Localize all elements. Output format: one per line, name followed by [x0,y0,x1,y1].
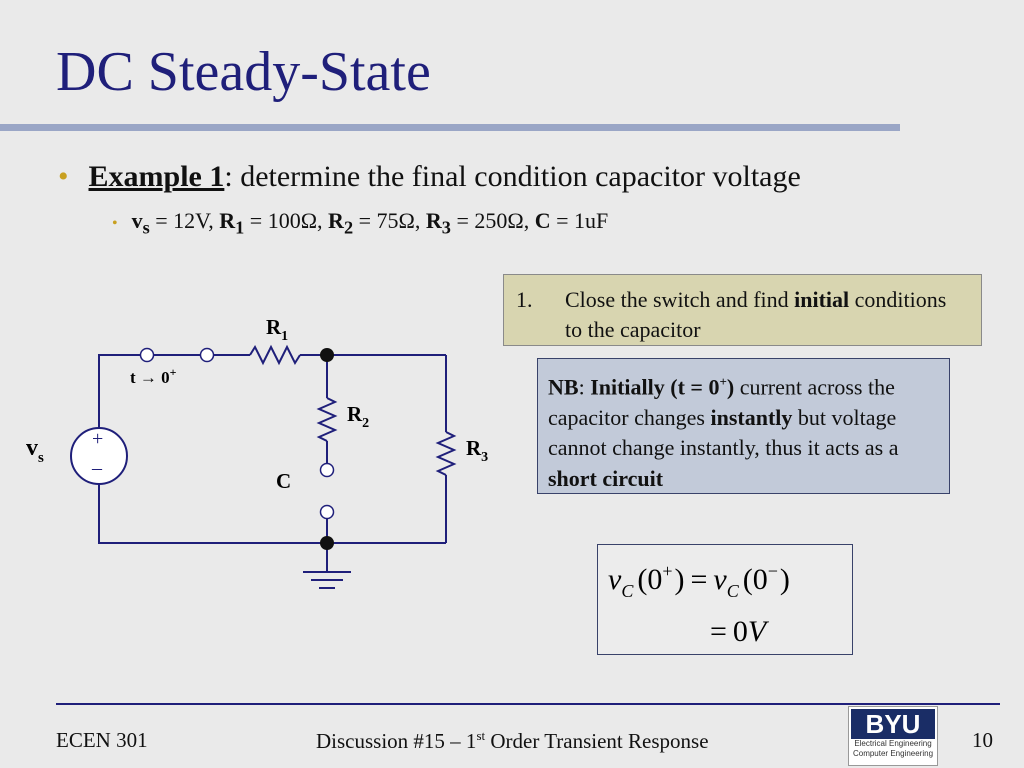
r2-symbol: R [328,208,344,233]
equation: vC(0+)=vC(0−) =0V [608,561,790,648]
step-text-a: Close the switch and find [565,287,795,312]
step-text-bold: initial [794,287,850,312]
wire-bottom [98,480,446,544]
r1-value: = 100Ω, [244,208,329,233]
example-text: : determine the final condition capacito… [224,160,801,193]
switch-terminal-right [199,347,215,363]
nb-colon: : [578,374,591,400]
equation-box: vC(0+)=vC(0−) =0V [597,544,853,655]
byu-logo: BYU Electrical Engineering Computer Engi… [848,706,938,766]
nb-label: NB [548,374,579,400]
r1-symbol: R [219,208,236,233]
equation-line-1: vC(0+)=vC(0−) [608,561,790,601]
logo-wordmark: BYU [851,709,935,739]
r3-label: R3 [466,436,488,465]
sub-bullet-dot: • [112,215,118,232]
r3-subscript: 3 [441,217,451,238]
example-label: Example 1 [88,160,225,193]
node-top [320,348,334,362]
nb-text-a: current across the capacitor changes [548,374,895,430]
r2-value: = 75Ω, [353,208,426,233]
step-number: 1. [516,287,533,312]
c-value: = 1uF [550,208,609,233]
footer-title-sup: st [476,728,486,743]
footer-title-b: Order Transient Response [485,729,709,753]
step-text: Close the switch and find initial condit… [565,285,965,345]
footer-title: Discussion #15 – 1st Order Transient Res… [316,728,709,754]
c-symbol: C [534,208,551,233]
vs-symbol: v [131,208,143,233]
nb-text-b: but voltage cannot change instantly, thu… [548,404,899,461]
capacitor-terminal-bottom [319,504,335,520]
title-divider [0,124,900,131]
logo-line-1: Electrical Engineering [854,739,932,748]
r2-label: R2 [347,402,369,431]
switch-terminal-left [139,347,155,363]
voltage-source [70,427,128,485]
r2-resistor [316,397,338,442]
source-plus: + [92,428,103,450]
step-box: 1. Close the switch and find initial con… [503,274,982,346]
nb-short-circuit: short circuit [548,465,664,491]
bullet-example-1: • Example 1: determine the final conditio… [58,160,801,194]
r3-symbol: R [425,208,442,233]
nb-initially: Initially [590,374,665,400]
source-minus: – [91,457,103,479]
nb-instantly: instantly [710,404,793,430]
page-number: 10 [972,728,993,752]
equation-line-2: =0V [710,615,770,648]
nb-t0: (t = 0 [664,374,720,400]
footer-course: ECEN 301 [56,728,148,752]
r1-label: R1 [266,315,288,344]
wire-left-top [98,354,140,432]
step-text-b: conditions to the capacitor [565,287,947,342]
footer-divider [56,703,1000,705]
r1-subscript: 1 [235,217,245,238]
node-bottom [320,536,334,550]
switch-label: t → 0+ [130,365,177,387]
slide-title: DC Steady-State [56,41,431,103]
vs-subscript: s [142,217,150,238]
vs-value: = 12V, [149,208,220,233]
bullet-dot: • [58,160,69,193]
c-label: C [276,469,291,493]
nb-t0-close: ) [726,374,735,400]
bullet-values: •vs = 12V, R1 = 100Ω, R2 = 75Ω, R3 = 250… [112,208,608,238]
r1-resistor [249,344,301,366]
logo-line-2: Computer Engineering [852,749,934,758]
footer-title-a: Discussion #15 – 1 [316,729,477,753]
capacitor-terminal-top [319,462,335,478]
nb-box: NB: Initially (t = 0+) current across th… [537,358,950,494]
r3-resistor [435,431,457,476]
r3-value: = 250Ω, [450,208,535,233]
nb-t0-sup: + [719,374,727,389]
r2-subscript: 2 [343,217,354,238]
vs-label: vs [26,435,44,466]
